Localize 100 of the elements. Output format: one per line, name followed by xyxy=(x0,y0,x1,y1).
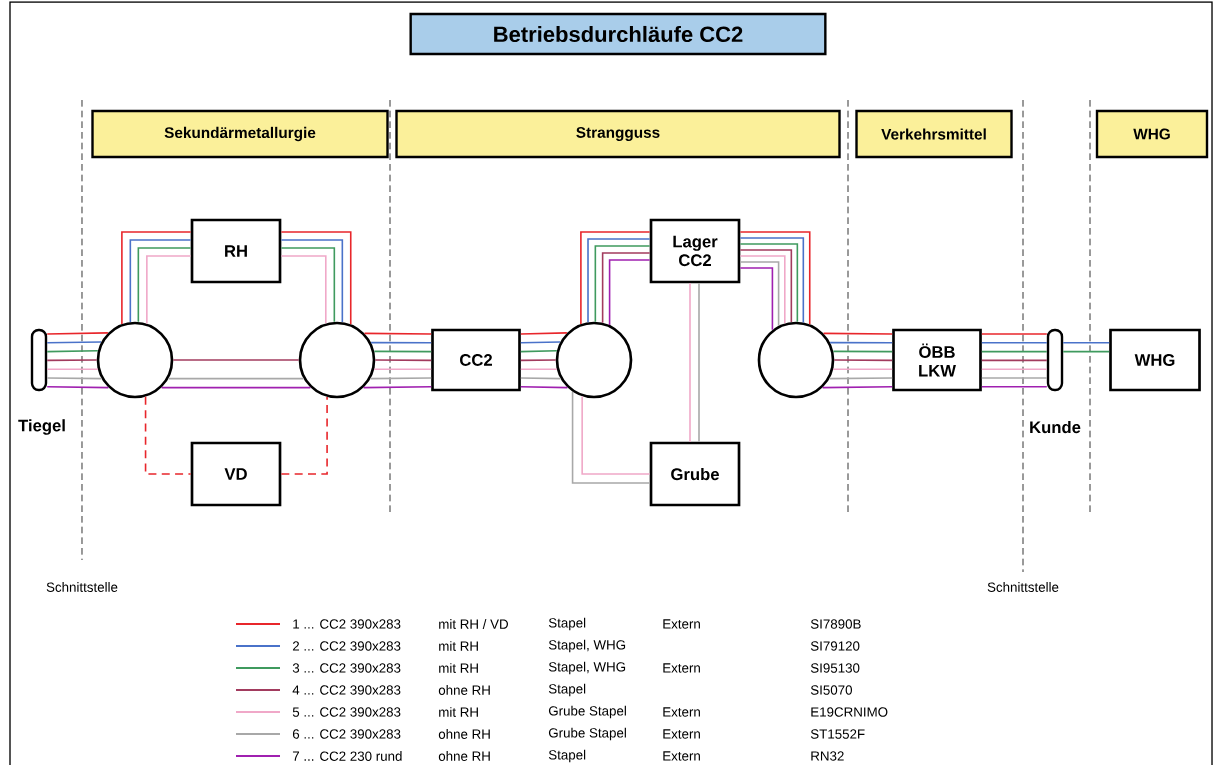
route-line xyxy=(280,239,344,323)
route-line xyxy=(698,282,700,443)
table-cell-text: mit RH xyxy=(439,641,478,651)
route-line xyxy=(46,368,99,371)
section-header: WHG xyxy=(1095,109,1209,159)
legend-text: 3 ... CC2 390x283 xyxy=(292,663,401,673)
table-cell-text: ST1552F xyxy=(810,729,865,739)
section-header: Strangguss xyxy=(395,109,841,159)
route-line xyxy=(373,368,432,371)
route-line xyxy=(46,359,98,362)
route-line xyxy=(587,238,651,323)
junction-circle xyxy=(298,321,376,399)
route-line xyxy=(280,247,336,323)
legend-text: 2 ... CC2 390x283 xyxy=(292,641,401,651)
table-cell-text: Stapel xyxy=(548,683,586,697)
section-header: Verkehrsmittel xyxy=(855,109,1013,159)
table-cell-text: Extern xyxy=(663,729,700,739)
route-line xyxy=(1062,342,1110,344)
route-line xyxy=(832,350,893,353)
route-line xyxy=(821,386,893,389)
route-line xyxy=(280,396,328,475)
route-line xyxy=(828,377,893,380)
route-line xyxy=(362,386,432,389)
route-line xyxy=(144,396,192,475)
route-line xyxy=(46,341,102,344)
route-line xyxy=(580,231,651,325)
route-line xyxy=(739,267,774,331)
route-line xyxy=(829,341,893,344)
route-line xyxy=(146,255,192,325)
table-cell-text: Stapel, WHG xyxy=(548,639,626,653)
route-line xyxy=(520,349,558,353)
route-line xyxy=(520,359,557,362)
route-line xyxy=(520,386,569,389)
legend-text: 4 ... CC2 390x283 xyxy=(292,685,401,695)
legend-text: 7 ... CC2 230 rund xyxy=(292,751,402,761)
process-box: VD xyxy=(190,441,282,507)
junction-circle xyxy=(96,321,174,399)
table-cell-text: mit RH xyxy=(439,707,478,717)
process-box: RH xyxy=(190,218,282,284)
route-line xyxy=(981,333,1048,335)
route-line xyxy=(280,255,327,325)
route-line xyxy=(369,377,432,380)
route-line xyxy=(739,243,799,323)
terminal-bar xyxy=(1046,328,1064,392)
route-line xyxy=(832,368,893,371)
route-line xyxy=(520,377,562,380)
table-cell-text: Grube Stapel xyxy=(548,727,626,741)
route-line xyxy=(46,349,99,353)
route-line xyxy=(739,231,811,326)
route-line xyxy=(739,249,793,323)
terminal-bar xyxy=(30,328,48,392)
route-line xyxy=(981,359,1048,362)
table-cell-text: SI79120 xyxy=(810,641,860,651)
table-cell-text: SI95130 xyxy=(810,663,860,673)
route-line xyxy=(981,350,1048,353)
route-line xyxy=(981,386,1048,388)
table-cell-text: Extern xyxy=(663,751,700,761)
table-cell-text: mit RH / VD xyxy=(439,619,508,629)
route-line xyxy=(520,368,558,371)
table-cell-text: mit RH xyxy=(439,663,478,673)
table-cell-text: E19CRNIMO xyxy=(811,707,888,717)
route-line xyxy=(373,350,432,353)
process-box: CC2 xyxy=(431,328,521,392)
table-cell-text: ohne RH xyxy=(438,751,490,761)
route-line xyxy=(822,332,893,335)
route-line xyxy=(833,359,893,362)
route-line xyxy=(739,255,786,325)
route-line xyxy=(160,386,312,389)
route-line xyxy=(581,395,651,475)
route-line xyxy=(46,386,110,389)
route-line xyxy=(601,252,651,324)
route-line xyxy=(981,342,1048,344)
section-header: Sekundärmetallurgie xyxy=(91,109,389,159)
table-cell-text: Stapel xyxy=(548,617,586,631)
route-line xyxy=(280,231,352,326)
route-line xyxy=(981,377,1048,379)
junction-circle xyxy=(555,321,633,399)
table-cell-text: ohne RH xyxy=(438,685,490,695)
table-cell-text: Stapel xyxy=(548,749,586,763)
route-line xyxy=(689,282,691,443)
interface-label: Schnittstelle xyxy=(987,582,1059,592)
route-line xyxy=(46,332,109,335)
junction-circle xyxy=(757,321,835,399)
route-line xyxy=(363,332,432,335)
route-line xyxy=(571,391,651,484)
process-box: Grube xyxy=(649,441,741,507)
route-line xyxy=(981,368,1048,370)
route-line xyxy=(520,332,568,335)
table-cell-text: Grube Stapel xyxy=(548,705,626,719)
interface-label: Schnittstelle xyxy=(46,582,118,592)
legend-text: 6 ... CC2 390x283 xyxy=(292,729,401,739)
route-line xyxy=(1062,350,1110,353)
route-line xyxy=(739,261,780,327)
node-caption: Tiegel xyxy=(18,419,65,435)
table-cell-text: SI7890B xyxy=(810,619,861,629)
table-cell-text: SI5070 xyxy=(810,685,852,695)
title-box: Betriebsdurchläufe CC2 xyxy=(409,12,827,56)
legend-text: 5 ... CC2 390x283 xyxy=(292,707,401,717)
table-cell-text: ohne RH xyxy=(438,729,490,739)
route-line xyxy=(374,359,432,362)
